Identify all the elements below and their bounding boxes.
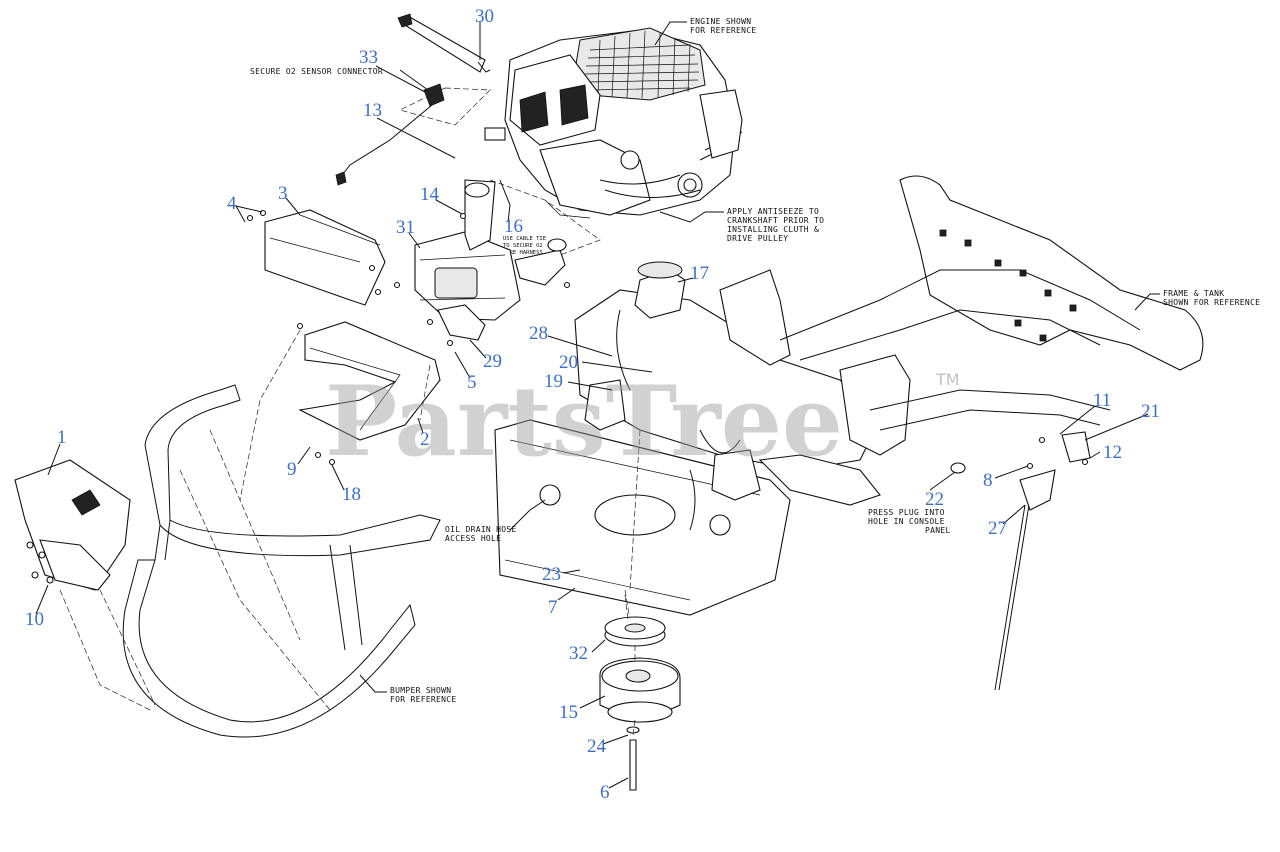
callout-2[interactable]: 2 <box>420 429 430 450</box>
antiseize-note-line4: DRIVE PULLEY <box>727 234 788 243</box>
o2-sensor-note: SECURE O2 SENSOR CONNECTOR <box>250 67 429 91</box>
bumper-note-line2: FOR REFERENCE <box>390 695 457 704</box>
callout-15[interactable]: 15 <box>559 702 578 723</box>
callout-32[interactable]: 32 <box>569 643 588 664</box>
cable-tie-note-line1: USE CABLE TIE <box>503 236 546 242</box>
frame-and-tank <box>494 175 1204 621</box>
engine-illustration <box>484 27 743 219</box>
watermark-text: PartsTree <box>325 365 843 478</box>
bumper-note: BUMPER SHOWN FOR REFERENCE <box>359 674 457 704</box>
callout-17[interactable]: 17 <box>690 263 709 284</box>
callout-23[interactable]: 23 <box>542 564 561 585</box>
oil-drain-note-line2: ACCESS HOLE <box>445 534 501 543</box>
frame-tank-note-line2: SHOWN FOR REFERENCE <box>1163 298 1260 307</box>
callout-12[interactable]: 12 <box>1103 442 1122 463</box>
watermark-trademark: TM <box>935 370 960 389</box>
antiseize-note-line2: CRANKSHAFT PRIOR TO <box>727 216 824 225</box>
antiseize-note-line3: INSTALLING CLUTH & <box>727 225 819 234</box>
heat-shield-3 <box>246 209 401 306</box>
callout-18[interactable]: 18 <box>342 484 361 505</box>
callout-11[interactable]: 11 <box>1093 390 1111 411</box>
callout-14[interactable]: 14 <box>420 184 440 205</box>
oil-drain-note: OIL DRAIN HOSE ACCESS HOLE <box>445 499 546 543</box>
engine-note-line1: ENGINE SHOWN <box>690 17 751 26</box>
callout-5[interactable]: 5 <box>467 372 477 393</box>
muffler-31 <box>414 179 601 321</box>
callout-7[interactable]: 7 <box>548 597 558 618</box>
engine-note-line2: FOR REFERENCE <box>690 26 757 35</box>
callout-leaders <box>35 22 1149 789</box>
o2-sensor-note-line1: SECURE O2 SENSOR CONNECTOR <box>250 67 383 76</box>
watermark: PartsTree TM <box>325 365 960 478</box>
engine-note: ENGINE SHOWN FOR REFERENCE <box>654 17 757 46</box>
callout-27[interactable]: 27 <box>988 518 1007 539</box>
frame-tank-note-line1: FRAME & TANK <box>1163 289 1224 298</box>
callout-1[interactable]: 1 <box>57 427 67 448</box>
callout-30[interactable]: 30 <box>475 6 494 27</box>
cable-tie-note-line2: TO SECURE O2 <box>503 243 543 249</box>
callout-19[interactable]: 19 <box>544 371 563 392</box>
callouts: 30 33 13 4 3 31 14 16 17 28 20 19 29 5 2… <box>25 6 1160 803</box>
callout-13[interactable]: 13 <box>363 100 382 121</box>
press-plug-note-line3: PANEL <box>925 526 951 535</box>
antiseize-note: APPLY ANTISEEZE TO CRANKSHAFT PRIOR TO I… <box>659 207 824 243</box>
callout-8[interactable]: 8 <box>983 470 993 491</box>
callout-24[interactable]: 24 <box>587 736 607 757</box>
callout-6[interactable]: 6 <box>600 782 610 803</box>
oil-drain-note-line1: OIL DRAIN HOSE <box>445 525 517 534</box>
bumper-note-line1: BUMPER SHOWN <box>390 686 451 695</box>
exhaust-pipe-30 <box>397 13 491 73</box>
antiseize-note-line1: APPLY ANTISEEZE TO <box>727 207 819 216</box>
callout-10[interactable]: 10 <box>25 609 44 630</box>
bumper-frame <box>122 384 441 738</box>
press-plug-note-line2: HOLE IN CONSOLE <box>868 517 945 526</box>
callout-28[interactable]: 28 <box>529 323 548 344</box>
callout-16[interactable]: 16 <box>504 216 523 237</box>
callout-22[interactable]: 22 <box>925 489 944 510</box>
front-bracket-1 <box>14 459 156 711</box>
cable-tie-note: USE CABLE TIE TO SECURE O2 WIRE HARNESS <box>503 236 546 256</box>
callout-4[interactable]: 4 <box>227 193 237 214</box>
clutch-stack <box>599 594 681 791</box>
o2-sensor-33 <box>335 83 491 186</box>
press-plug-note-line1: PRESS PLUG INTO <box>868 508 945 517</box>
frame-tank-note: FRAME & TANK SHOWN FOR REFERENCE <box>1134 289 1260 311</box>
shield-29 <box>426 304 486 347</box>
callout-31[interactable]: 31 <box>396 217 415 238</box>
callout-9[interactable]: 9 <box>287 459 297 480</box>
callout-21[interactable]: 21 <box>1141 401 1160 422</box>
cable-tie-note-line3: WIRE HARNESS <box>503 250 543 256</box>
bracket-2 <box>239 321 441 501</box>
callout-20[interactable]: 20 <box>559 352 578 373</box>
callout-29[interactable]: 29 <box>483 351 502 372</box>
callout-3[interactable]: 3 <box>278 183 288 204</box>
press-plug-note: PRESS PLUG INTO HOLE IN CONSOLE PANEL <box>868 508 951 535</box>
control-rod-27 <box>950 431 1091 691</box>
callout-33[interactable]: 33 <box>359 47 378 68</box>
